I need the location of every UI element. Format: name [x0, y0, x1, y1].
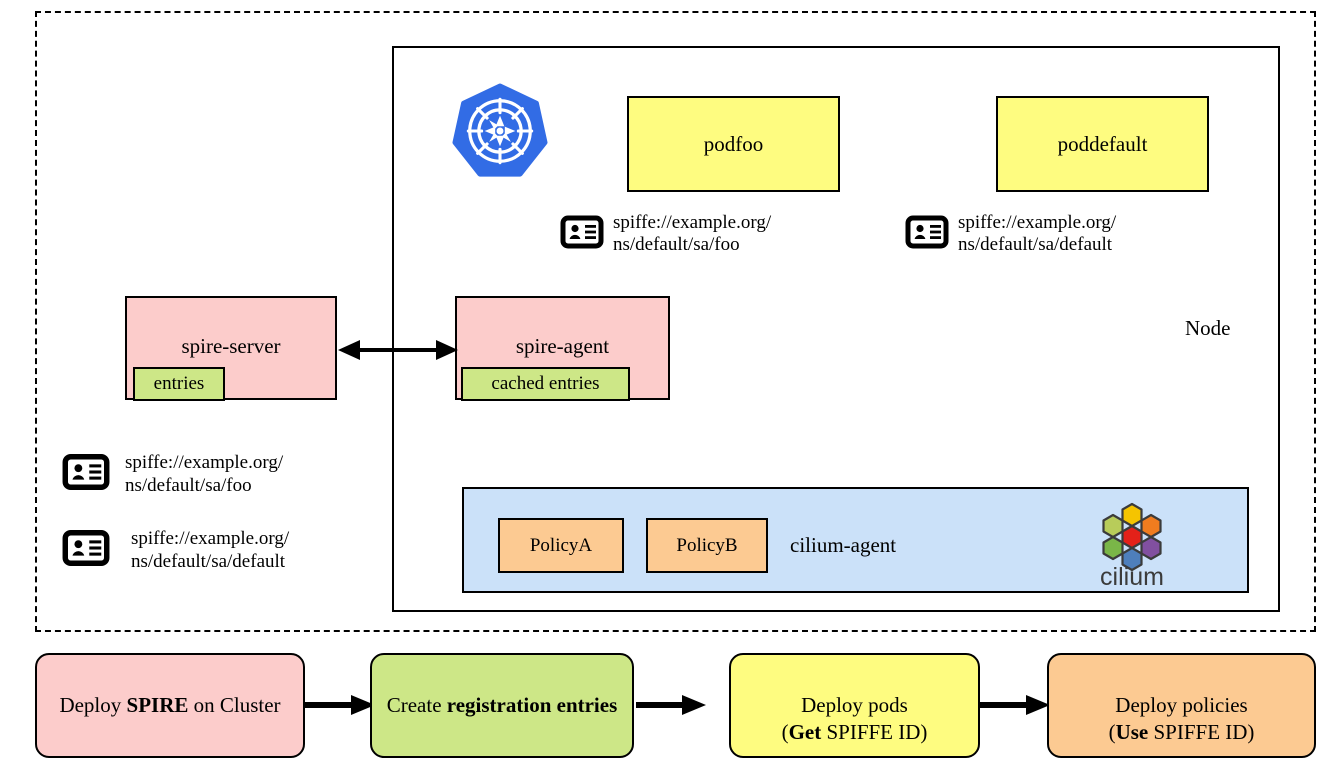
- id-badge-icon: [560, 214, 604, 255]
- spire-server-label: spire-server: [181, 334, 281, 358]
- flow-step-1-label: Deploy SPIRE on Cluster: [59, 692, 280, 718]
- flow-step-1-suffix: on Cluster: [188, 693, 281, 718]
- kubernetes-icon: [452, 83, 548, 179]
- policy-a-box[interactable]: PolicyA: [498, 518, 624, 573]
- flow-arrow-2-icon: [636, 692, 706, 718]
- spire-server-box[interactable]: spire-server: [125, 296, 337, 400]
- flow-step-1-bold: SPIRE: [126, 693, 189, 718]
- flow-step-create-registration-entries[interactable]: Create registration entries: [370, 653, 634, 758]
- flow-step-3-bold: Get: [788, 719, 822, 744]
- spiffe-id-annotation-podfoo: spiffe://example.org/ ns/default/sa/foo: [560, 212, 771, 257]
- policy-a-label: PolicyA: [529, 534, 593, 556]
- id-badge-icon: [905, 214, 949, 255]
- flow-step-1-prefix: Deploy: [59, 693, 127, 718]
- cluster-spiffe-id-foo: spiffe://example.org/ ns/default/sa/foo: [62, 452, 283, 497]
- id-badge-icon: [62, 528, 110, 573]
- pod-label-podfoo: podfoo: [703, 131, 764, 156]
- flow-step-4-label: Deploy policies (Use SPIFFE ID): [1109, 666, 1255, 745]
- policy-b-label: PolicyB: [676, 534, 738, 556]
- cluster-boundary: [35, 11, 1316, 632]
- flow-step-deploy-policies[interactable]: Deploy policies (Use SPIFFE ID): [1047, 653, 1316, 758]
- flow-step-3-suffix: SPIFFE ID): [821, 719, 928, 744]
- cluster-spiffe-id-text-default: spiffe://example.org/ ns/default/sa/defa…: [131, 528, 290, 572]
- pod-box-podfoo[interactable]: podfoo: [627, 96, 840, 192]
- spire-server-entries-label: entries: [153, 373, 205, 395]
- spiffe-id-annotation-poddefault: spiffe://example.org/ ns/default/sa/defa…: [905, 212, 1116, 257]
- cilium-logo-icon: cilium: [1077, 498, 1187, 591]
- flow-arrow-1-icon: [305, 692, 375, 718]
- flow-step-3-label: Deploy pods (Get SPIFFE ID): [782, 666, 928, 745]
- flow-step-3-prefix: Deploy pods (: [781, 693, 908, 744]
- spire-agent-cached-entries-box[interactable]: cached entries: [461, 367, 630, 401]
- spiffe-id-text-podfoo: spiffe://example.org/ ns/default/sa/foo: [613, 212, 772, 256]
- flow-step-deploy-pods[interactable]: Deploy pods (Get SPIFFE ID): [729, 653, 980, 758]
- flow-step-2-bold: registration entries: [446, 693, 618, 718]
- spire-agent-label: spire-agent: [515, 334, 610, 358]
- spire-agent-cached-entries-label: cached entries: [491, 373, 600, 395]
- id-badge-icon: [62, 452, 110, 497]
- flow-step-2-prefix: Create: [386, 693, 447, 718]
- flow-step-4-prefix: Deploy policies (: [1108, 693, 1248, 744]
- cluster-spiffe-id-default: spiffe://example.org/ ns/default/sa/defa…: [62, 528, 289, 573]
- cilium-agent-label: cilium-agent: [790, 533, 897, 557]
- svg-text:cilium: cilium: [1100, 563, 1164, 586]
- flow-arrow-3-icon: [980, 692, 1050, 718]
- flow-step-2-label: Create registration entries: [387, 692, 618, 718]
- node-label: Node: [1185, 316, 1231, 340]
- policy-b-box[interactable]: PolicyB: [646, 518, 768, 573]
- bidirectional-arrow-icon: [338, 336, 458, 364]
- spiffe-id-text-poddefault: spiffe://example.org/ ns/default/sa/defa…: [958, 212, 1117, 256]
- cluster-spiffe-id-text-foo: spiffe://example.org/ ns/default/sa/foo: [125, 452, 284, 496]
- flow-step-4-suffix: SPIFFE ID): [1148, 719, 1255, 744]
- spire-server-entries-box[interactable]: entries: [133, 367, 225, 401]
- pod-box-poddefault[interactable]: poddefault: [996, 96, 1209, 192]
- pod-label-poddefault: poddefault: [1057, 131, 1148, 156]
- flow-step-deploy-spire[interactable]: Deploy SPIRE on Cluster: [35, 653, 305, 758]
- flow-step-4-bold: Use: [1115, 719, 1149, 744]
